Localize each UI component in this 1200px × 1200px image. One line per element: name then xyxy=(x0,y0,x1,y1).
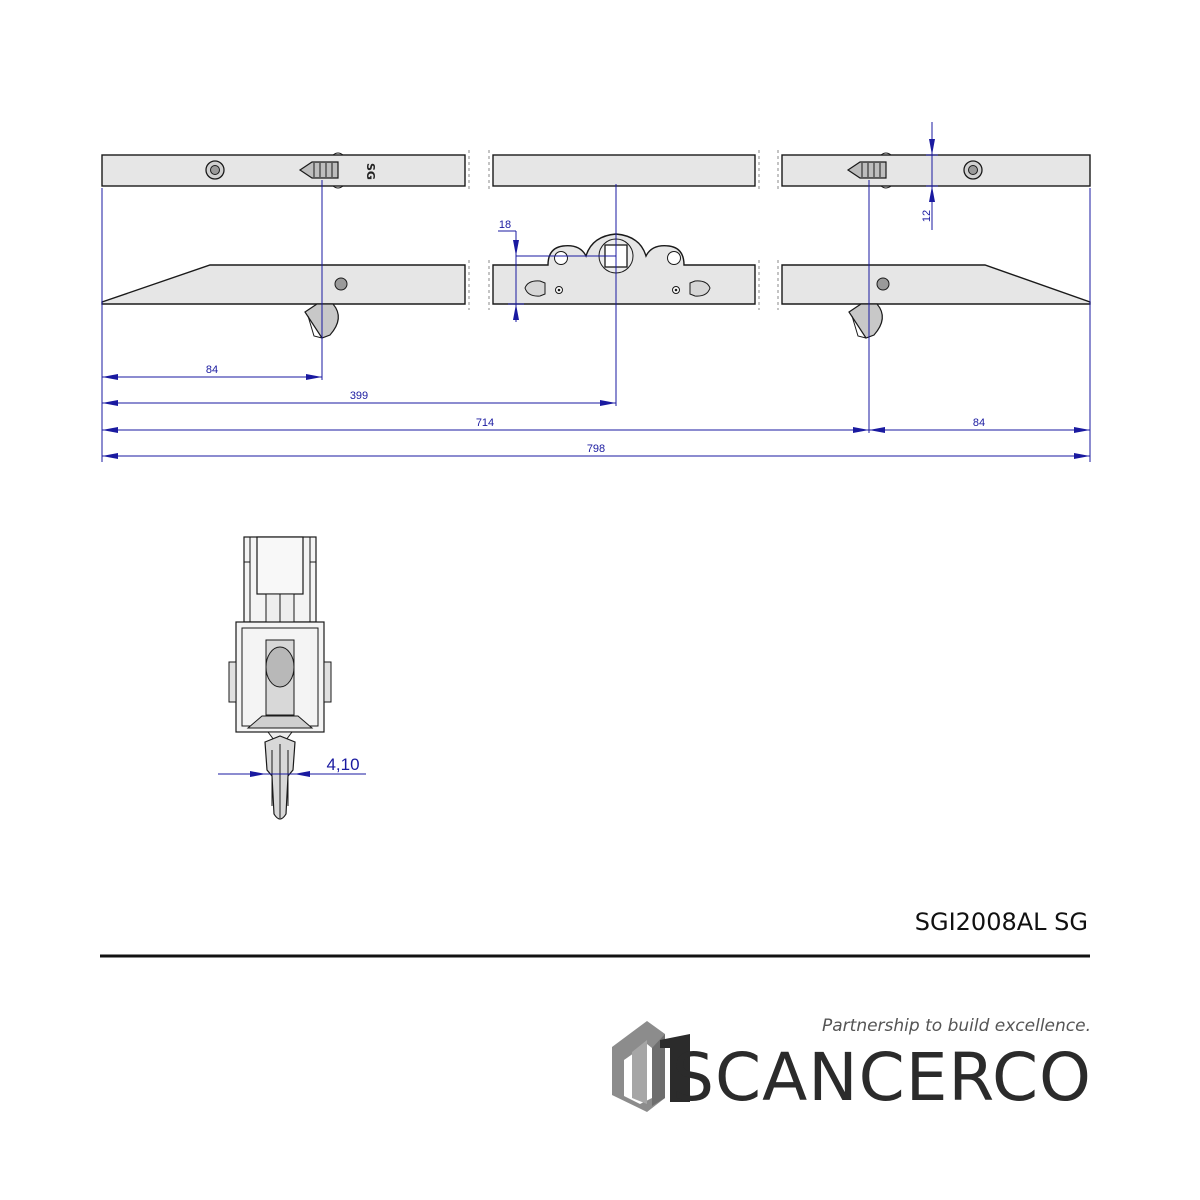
top-view: SG xyxy=(101,150,1091,192)
end-view: 4,10 xyxy=(218,536,366,820)
side-bar-left xyxy=(101,264,466,305)
side-bar-right xyxy=(781,264,1091,305)
side-view xyxy=(101,233,1091,339)
rivet-icon xyxy=(876,277,890,291)
product-code: SGI2008AL SG xyxy=(915,908,1088,936)
dimensions: 84 399 714 84 798 18 12 xyxy=(101,122,1091,462)
dim-label-84-right: 84 xyxy=(973,417,985,429)
dim-label-399: 399 xyxy=(350,390,368,402)
scancerco-logo xyxy=(612,1021,690,1112)
top-bar-right xyxy=(781,154,1091,187)
top-bar-left xyxy=(101,154,466,187)
cam-right-icon xyxy=(689,280,711,297)
top-bar-middle xyxy=(492,154,756,187)
roller-icon xyxy=(265,646,295,688)
keeper-pin-left-icon xyxy=(298,161,339,179)
gearbox-hole-icon xyxy=(667,251,681,265)
hook-right-icon xyxy=(848,303,883,339)
gearbox-hole-icon xyxy=(554,251,568,265)
dim-label-714: 714 xyxy=(476,417,494,429)
end-view-side-plate xyxy=(228,661,237,703)
keeper-pin-right-icon xyxy=(846,161,887,179)
dim-label-4-10: 4,10 xyxy=(326,755,359,774)
dim-label-84-left: 84 xyxy=(206,364,218,376)
brand-tagline: Partnership to build excellence. xyxy=(822,1016,1091,1036)
end-view-side-plate xyxy=(323,661,332,703)
dim-label-798: 798 xyxy=(587,443,605,455)
brand-name: SCANCERCO xyxy=(672,1039,1092,1116)
rivet-icon xyxy=(334,277,348,291)
dim-label-18: 18 xyxy=(499,219,511,231)
cam-left-icon xyxy=(524,280,546,297)
screw-hole-inner xyxy=(210,165,220,175)
dim-label-12: 12 xyxy=(921,210,933,222)
sg-marking: SG xyxy=(364,163,377,180)
logo-bar-icon xyxy=(670,1048,690,1102)
